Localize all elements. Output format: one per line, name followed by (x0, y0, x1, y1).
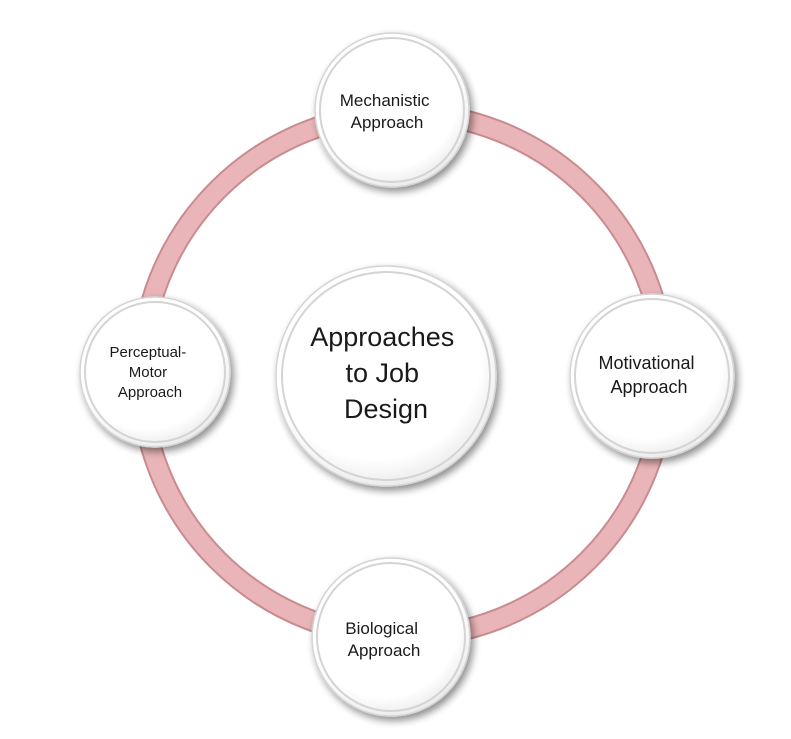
perceptual-motor-label-line-2: Motor (129, 364, 167, 381)
center-title-line-1: Approaches (310, 322, 454, 352)
mechanistic-circle (314, 32, 470, 188)
mechanistic-label-line-1: Mechanistic (340, 91, 430, 110)
center-circle-rim (281, 271, 491, 481)
motivational-label: Motivational Approach (598, 353, 699, 397)
biological-label-line-1: Biological (345, 619, 418, 638)
mechanistic-label: Mechanistic Approach (340, 91, 435, 132)
center-circle (275, 265, 497, 487)
biological-label: Biological Approach (345, 619, 423, 660)
center-title-line-2: to Job (345, 358, 419, 388)
motivational-circle-rim (574, 298, 730, 454)
perceptual-motor-label: Perceptual- Motor Approach (110, 344, 191, 401)
biological-node: Biological Approach (311, 557, 471, 717)
mechanistic-circle-rim (319, 37, 465, 183)
perceptual-motor-circle-rim (84, 301, 226, 443)
perceptual-motor-node: Perceptual- Motor Approach (79, 296, 231, 448)
mechanistic-node: Mechanistic Approach (314, 32, 470, 188)
perceptual-motor-label-line-3: Approach (118, 384, 182, 401)
mechanistic-label-line-2: Approach (351, 113, 424, 132)
center-node: Approaches to Job Design (275, 265, 497, 487)
motivational-node: Motivational Approach (569, 293, 735, 459)
center-title-line-3: Design (344, 394, 428, 424)
motivational-circle (569, 293, 735, 459)
biological-circle (311, 557, 471, 717)
perceptual-motor-circle (79, 296, 231, 448)
motivational-label-line-1: Motivational (598, 353, 694, 373)
biological-label-line-2: Approach (348, 641, 421, 660)
center-title: Approaches to Job Design (310, 322, 462, 424)
motivational-label-line-2: Approach (610, 377, 687, 397)
perceptual-motor-label-line-1: Perceptual- (110, 344, 187, 361)
biological-circle-rim (316, 562, 466, 712)
